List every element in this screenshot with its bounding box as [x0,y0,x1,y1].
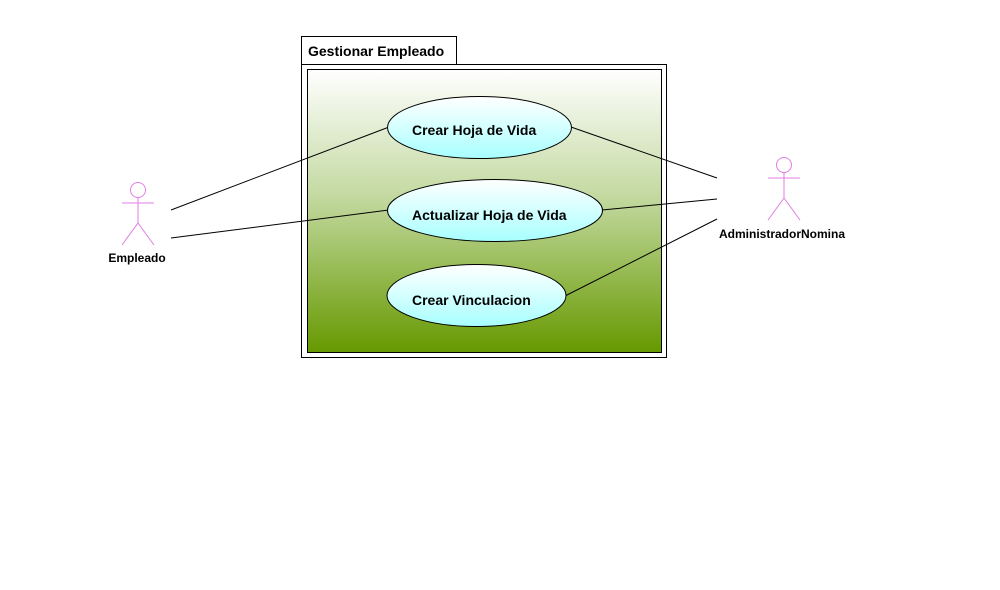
association-empleado-crear-hoja[interactable] [170,126,390,211]
association-empleado-actualizar-hoja[interactable] [170,209,390,239]
actor-leg-left [121,222,139,246]
actor-leg-left [767,197,785,221]
use-case-label: Crear Hoja de Vida [412,122,536,138]
package-tab[interactable] [301,36,457,65]
use-case-label: Crear Vinculacion [412,292,531,308]
actor-empleado[interactable] [121,182,155,246]
association-admin-actualizar-hoja[interactable] [601,198,718,211]
actor-head [776,157,792,173]
use-case-actualizar-hoja-de-vida[interactable]: Actualizar Hoja de Vida [387,179,603,242]
use-case-ellipse[interactable] [386,264,567,327]
actor-administradornomina-label: AdministradorNomina [719,227,845,241]
package-title: Gestionar Empleado [308,43,444,59]
use-case-ellipse[interactable] [387,96,572,159]
use-case-ellipse[interactable] [387,179,603,242]
actor-leg-right [137,222,155,246]
association-admin-crear-vinculacion[interactable] [564,218,718,297]
actor-head [130,182,146,198]
use-case-label: Actualizar Hoja de Vida [412,207,567,223]
actor-administradornomina[interactable] [767,157,801,221]
use-case-crear-hoja-de-vida[interactable]: Crear Hoja de Vida [387,96,572,159]
use-case-crear-vinculacion[interactable]: Crear Vinculacion [386,264,567,327]
association-admin-crear-hoja[interactable] [570,126,718,179]
actor-empleado-label: Empleado [108,251,165,265]
actor-leg-right [783,197,801,221]
associations [170,126,718,297]
